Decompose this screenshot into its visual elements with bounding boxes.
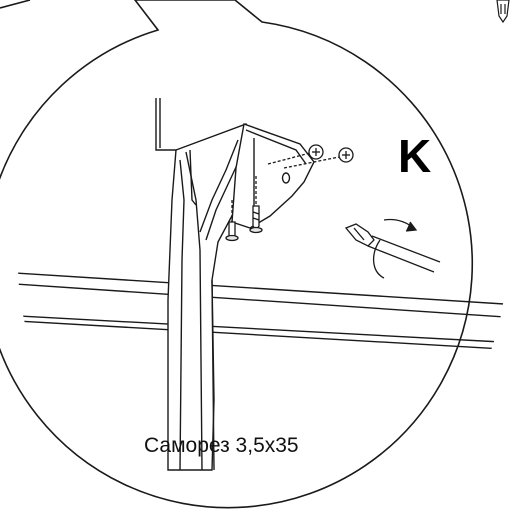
- magnifier-outline: [0, 0, 474, 509]
- side-screws: [267, 144, 354, 169]
- step-label: K: [398, 130, 431, 182]
- outer-frame-edge: [0, 0, 31, 9]
- screwdriver-icon: [344, 223, 441, 273]
- tabletop-underside: [155, 98, 178, 151]
- screw-icon: [225, 176, 263, 242]
- frame-rail: [18, 271, 506, 351]
- screw-caption: Саморез 3,5x35: [144, 434, 299, 457]
- screwdriver-tip-top-icon: [496, 0, 510, 24]
- rotation-arrow-icon: [373, 218, 418, 279]
- corner-bracket: [231, 123, 315, 229]
